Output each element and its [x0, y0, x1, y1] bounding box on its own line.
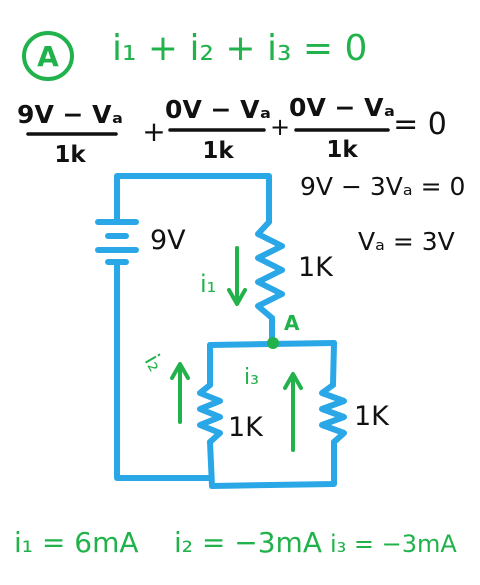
node-a-circle-label: A [37, 40, 59, 73]
node-voltage-result: Vₐ = 3V [358, 227, 455, 256]
resistor-left-label: 1K [228, 412, 264, 443]
resistor-top: 1K [255, 219, 334, 321]
results-row: i₁ = 6mA i₂ = −3mA i₃ = −3mA [14, 526, 457, 559]
i1-label: i₁ [200, 270, 216, 298]
battery-label: 9V [150, 225, 186, 256]
header: A i₁ + i₂ + i₃ = 0 [22, 28, 367, 81]
right-branch-bottom-wire [209, 439, 337, 489]
current-i1: i₁ [200, 246, 247, 306]
node-a-label: A [284, 311, 300, 335]
fraction-2-denominator: 1k [202, 138, 234, 164]
node-a-circle [22, 31, 74, 81]
resistor-top-zigzag [255, 219, 285, 321]
fraction-equation: 9V − Vₐ 1k + 0V − Vₐ 1k + 0V − Vₐ 1k = 0 [17, 93, 447, 168]
battery-symbol: 9V [95, 219, 186, 265]
i3-arrow-head [283, 372, 303, 390]
left-bottom-wire [114, 259, 213, 481]
circuit-wires [114, 173, 337, 489]
top-wire [114, 173, 272, 225]
fraction-3-denominator: 1k [326, 137, 358, 163]
i2-arrow-head [170, 362, 190, 380]
i2-label: i₂ [139, 351, 168, 376]
fraction-3-numerator: 0V − Vₐ [289, 93, 395, 122]
node-a-dot [267, 337, 279, 349]
kcl-equation: i₁ + i₂ + i₃ = 0 [112, 28, 367, 69]
left-branch-bottom-wire [207, 439, 215, 489]
result-i3: i₃ = −3mA [330, 530, 457, 558]
plus-sign-2: + [270, 113, 290, 141]
i1-arrow-head [227, 288, 247, 306]
current-i3: i₃ [244, 365, 303, 452]
equals-zero: = 0 [393, 107, 447, 142]
resistor-left: 1K [197, 382, 264, 445]
fraction-1-denominator: 1k [54, 142, 86, 168]
plus-sign-1: + [142, 115, 165, 148]
i3-label: i₃ [244, 365, 259, 390]
fraction-2-numerator: 0V − Vₐ [165, 95, 271, 124]
resistor-right: 1K [319, 382, 390, 445]
resistor-right-zigzag [319, 382, 347, 445]
fraction-1-numerator: 9V − Vₐ [17, 100, 123, 129]
resistor-left-zigzag [197, 382, 223, 445]
simplified-equation: 9V − 3Vₐ = 0 [300, 172, 465, 201]
result-i2: i₂ = −3mA [174, 526, 322, 559]
right-branch-top-wire [330, 340, 337, 388]
result-i1: i₁ = 6mA [14, 526, 139, 559]
current-i2: i₂ [139, 351, 190, 424]
resistor-top-label: 1K [298, 252, 334, 283]
resistor-right-label: 1K [354, 401, 390, 432]
